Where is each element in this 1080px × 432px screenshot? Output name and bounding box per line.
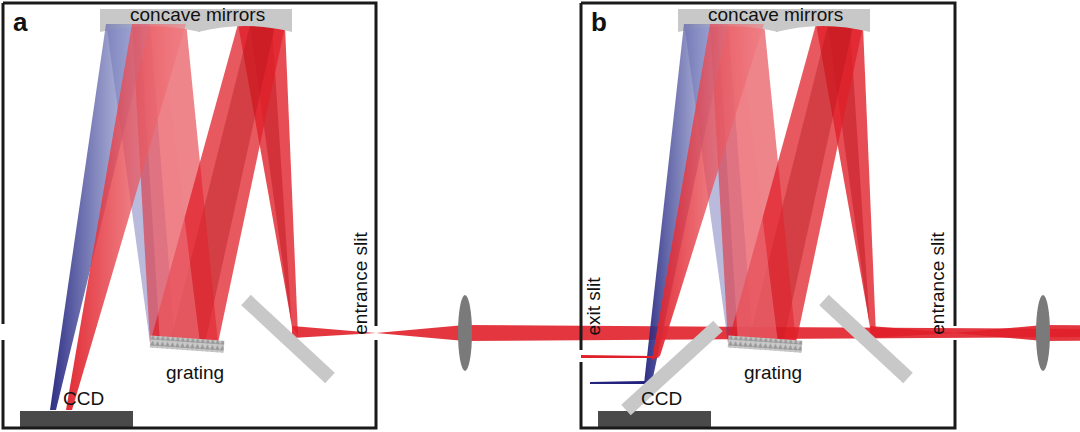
part-label: exit slit: [584, 277, 603, 335]
part-label: grating: [166, 363, 224, 382]
panel-letter: b: [591, 7, 607, 38]
part-label: entrance slit: [928, 232, 947, 334]
part-label: concave mirrors: [130, 5, 265, 24]
part-label: entrance slit: [351, 232, 370, 334]
part-label: CCD: [63, 389, 104, 408]
part-label: CCD: [641, 389, 682, 408]
part-label: concave mirrors: [708, 5, 843, 24]
panel-letter: a: [13, 7, 27, 38]
part-label: grating: [744, 363, 802, 382]
